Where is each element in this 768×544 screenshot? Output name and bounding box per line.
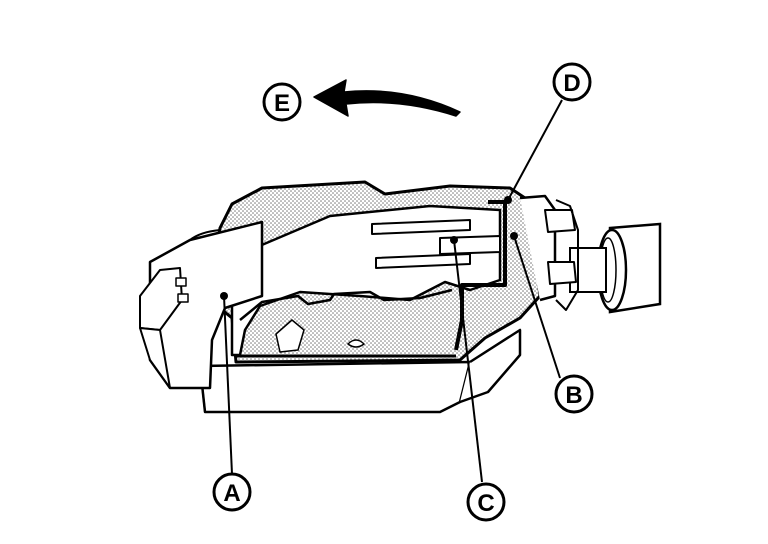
cable [569,222,662,314]
direction-arrow [313,79,461,117]
callout-dot-d [504,196,512,204]
callout-leaders [223,99,563,483]
callout-label-a: A [223,480,240,507]
callout-label-d: D [563,70,580,97]
mating-connector [139,220,264,390]
callout-dots [220,196,518,300]
callout-label-b: B [565,382,582,409]
callout-a: A [212,472,252,512]
callout-dot-c [450,236,458,244]
callout-c: C [466,482,506,522]
callout-label-c: C [477,490,494,517]
callout-dot-b [510,232,518,240]
upper-housing [208,180,579,364]
callout-d: D [552,62,592,102]
callout-label-e: E [274,90,290,117]
callout-dot-a [220,292,228,300]
callout-b: B [554,374,594,414]
callout-e: E [262,82,302,122]
